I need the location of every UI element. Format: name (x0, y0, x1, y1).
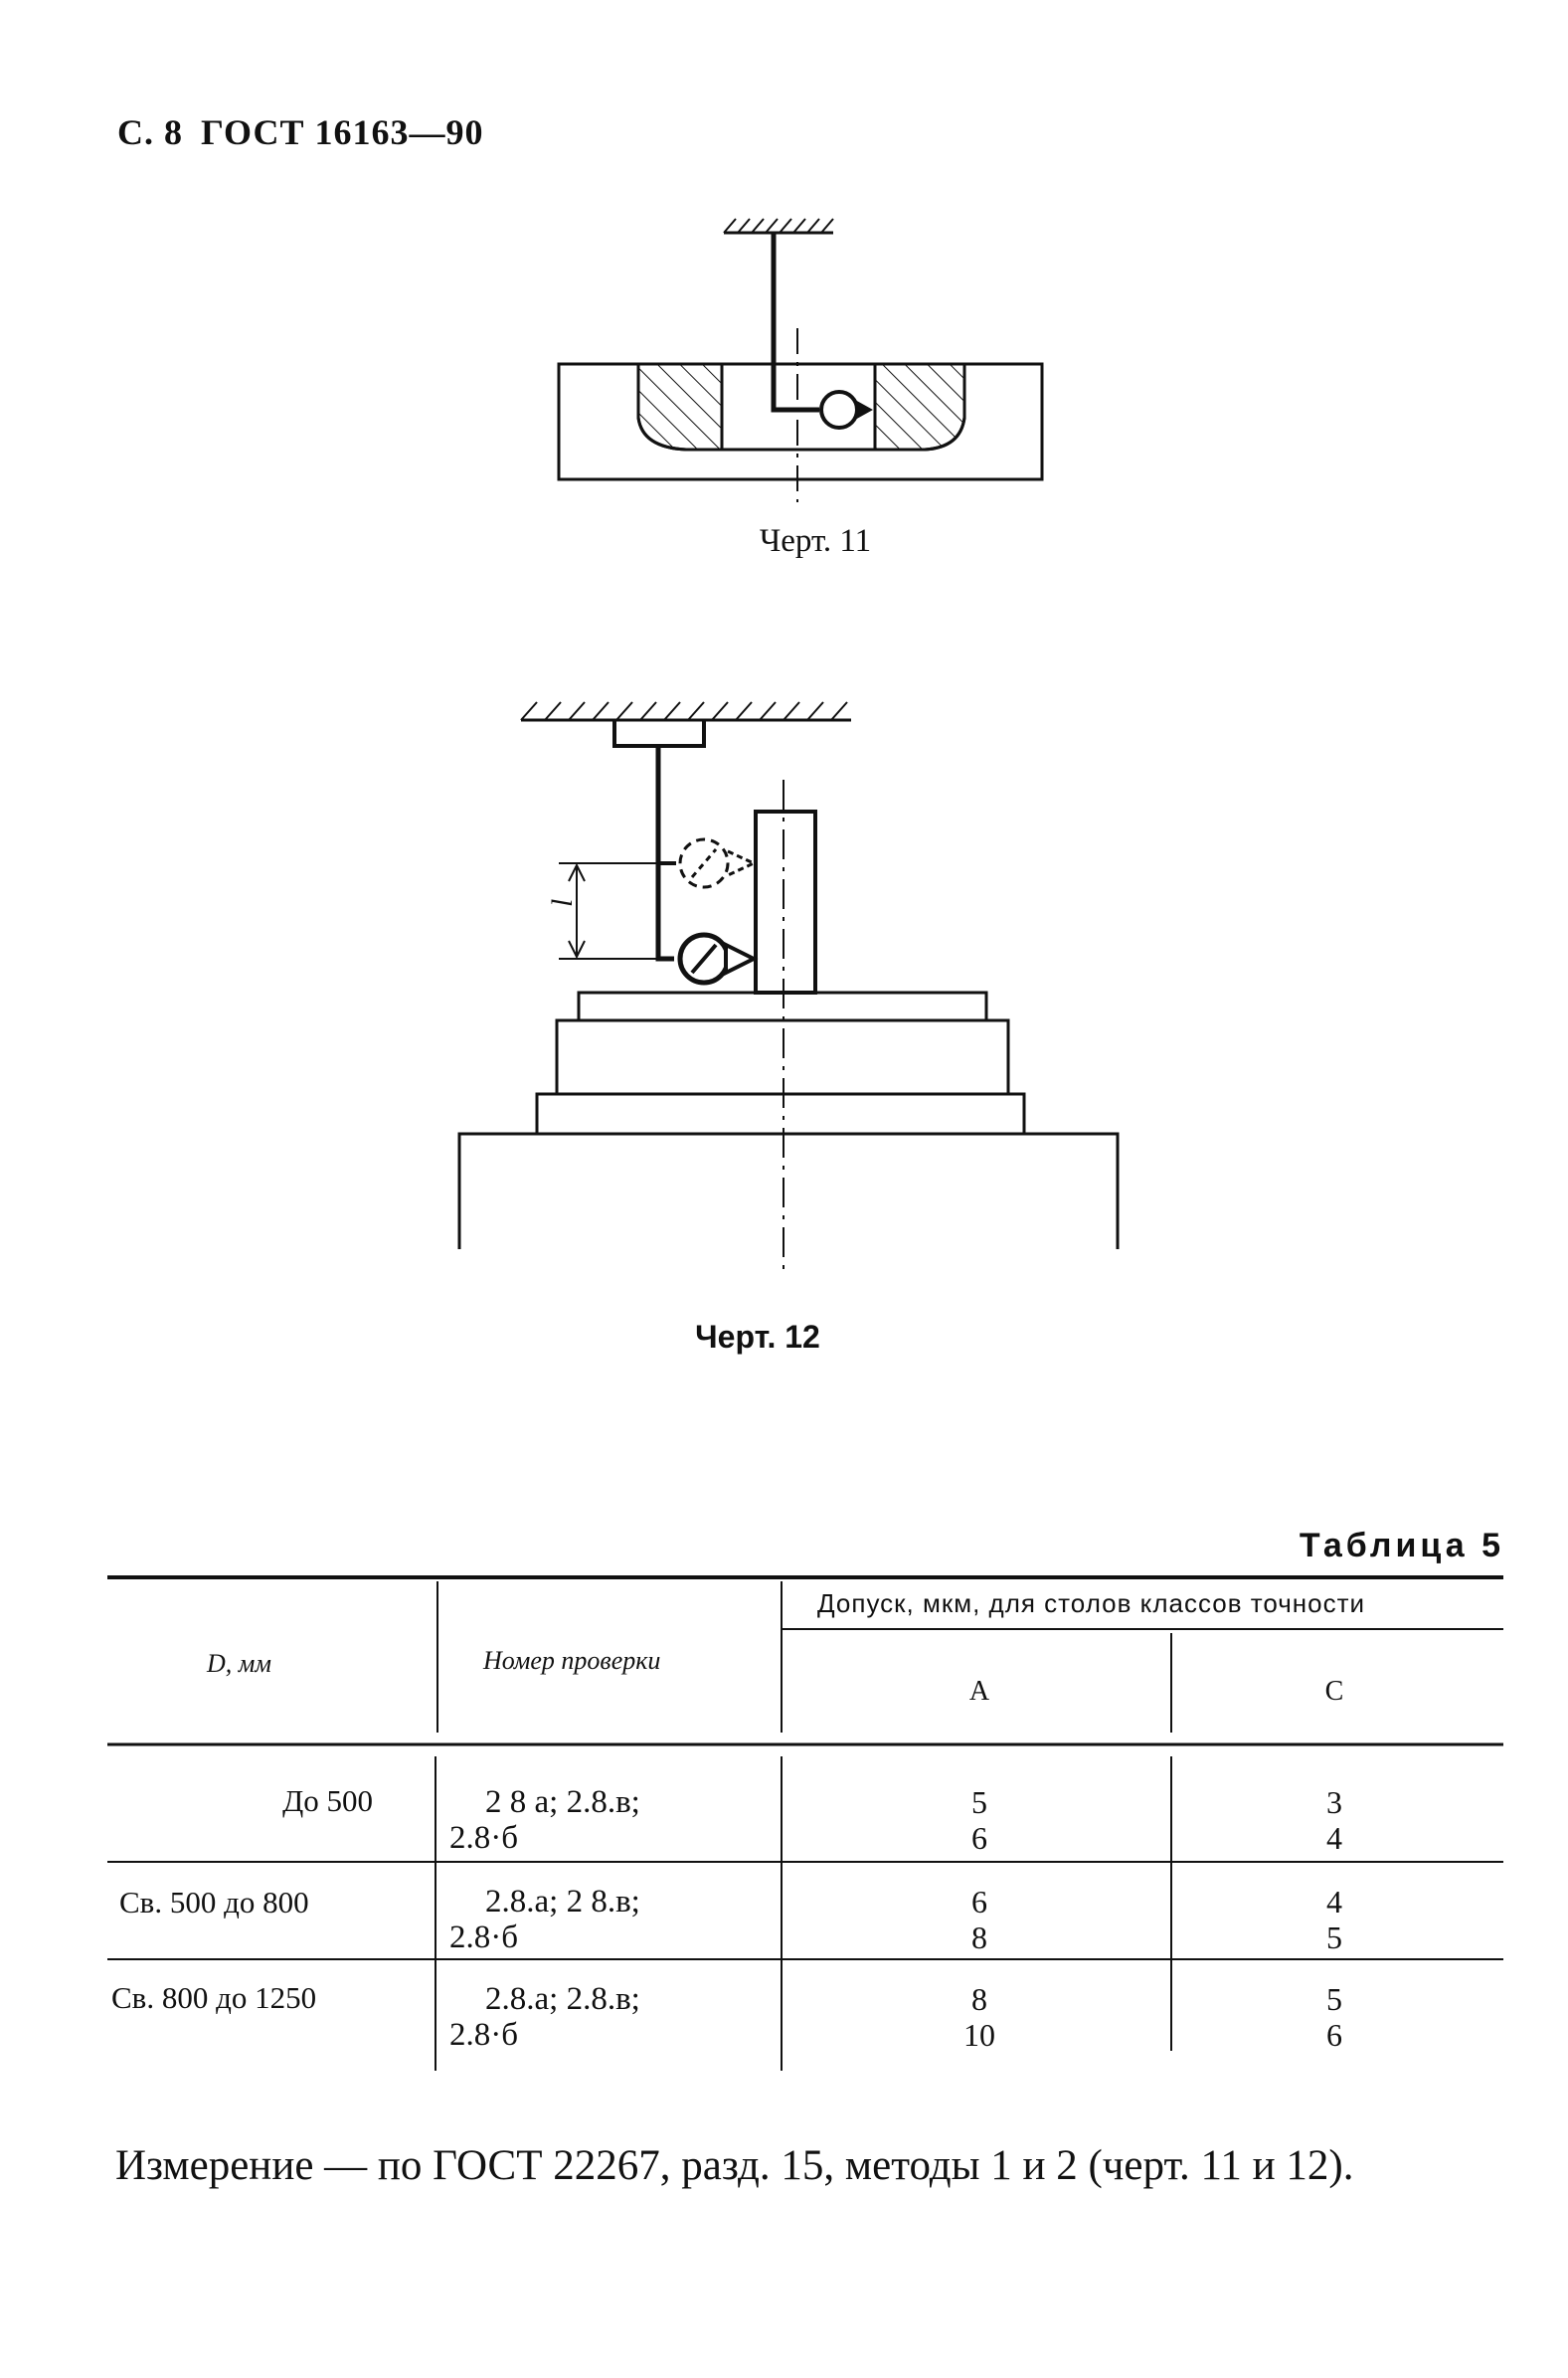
row-3-check-2: 2.8·б (449, 2017, 519, 2053)
row-2-check-2: 2.8·б (449, 1920, 519, 1955)
fig12-bracket (612, 720, 706, 748)
fig12-indicator-lower-needle (690, 943, 718, 975)
fig12-dim-label: l (546, 899, 579, 907)
row-3-diameter: Св. 800 до 1250 (111, 1980, 317, 2015)
fig12-base (457, 1132, 1120, 1249)
fig11-indicator-arm (771, 233, 819, 413)
row-1-a-2: 6 (971, 1820, 987, 1856)
body-paragraph: Измерение — по ГОСТ 22267, разд. 15, мет… (115, 2142, 1354, 2189)
fig11-indicator-icon (819, 390, 859, 430)
header-class-c: С (1324, 1676, 1344, 1707)
figure-11 (557, 218, 1044, 502)
fig12-dim-arrow-up-icon (568, 862, 586, 882)
row-1-c-2: 4 (1326, 1820, 1342, 1856)
standard-number: ГОСТ 16163—90 (201, 112, 484, 152)
figure-11-caption: Черт. 11 (759, 523, 872, 559)
fig12-indicator-arm (655, 746, 674, 962)
row-1-a-1: 5 (971, 1784, 987, 1820)
row-2-diameter: Св. 500 до 800 (119, 1885, 309, 1920)
figure-12-caption: Черт. 12 (695, 1319, 820, 1355)
fig12-indicator-lower-tip-icon (724, 941, 759, 977)
row-3-a-2: 10 (963, 2017, 995, 2053)
fig12-ceiling-hatch (520, 701, 848, 721)
fig11-hatch-left (636, 362, 724, 452)
figure-12: l (457, 701, 1120, 1275)
row-1-check-2: 2.8·б (449, 1820, 519, 1856)
table-title: Таблица 5 (1299, 1527, 1504, 1564)
fig12-indicator-upper-icon (678, 837, 730, 889)
row-2-a-1: 6 (971, 1884, 987, 1920)
fig12-plate-bottom (535, 1092, 1026, 1136)
table-5-rules (107, 1575, 1503, 2071)
header-class-a: А (968, 1676, 990, 1707)
page-number: С. 8 (117, 112, 183, 152)
row-1-check-1: 2 8 а; 2.8.в; (485, 1784, 640, 1820)
header-tolerance: Допуск, мкм, для столов классов точности (817, 1588, 1366, 1618)
row-1-diameter: До 500 (282, 1783, 373, 1818)
row-3-c-1: 5 (1326, 1981, 1342, 2017)
header-diameter: D, мм (207, 1649, 271, 1678)
fig11-hatch-right (873, 362, 966, 452)
fig11-table-body (557, 362, 1044, 481)
row-3-c-2: 6 (1326, 2017, 1342, 2053)
fig12-dim-arrow-down-icon (568, 940, 586, 960)
fig11-indicator-tip-icon (855, 400, 873, 420)
row-2-check-1: 2.8.а; 2 8.в; (485, 1884, 640, 1920)
fig12-mandrel (754, 810, 817, 995)
row-2-c-1: 4 (1326, 1884, 1342, 1920)
row-1-c-1: 3 (1326, 1784, 1342, 1820)
page-header: С. 8 ГОСТ 16163—90 (117, 111, 483, 153)
fig11-ceiling-hatch (723, 218, 834, 234)
row-2-a-2: 8 (971, 1920, 987, 1955)
row-2-c-2: 5 (1326, 1920, 1342, 1955)
header-check-number: Номер проверки (483, 1646, 661, 1675)
row-3-a-1: 8 (971, 1981, 987, 2017)
row-3-check-1: 2.8.а; 2.8.в; (485, 1981, 640, 2017)
fig12-indicator-upper-tip-icon (727, 849, 758, 877)
